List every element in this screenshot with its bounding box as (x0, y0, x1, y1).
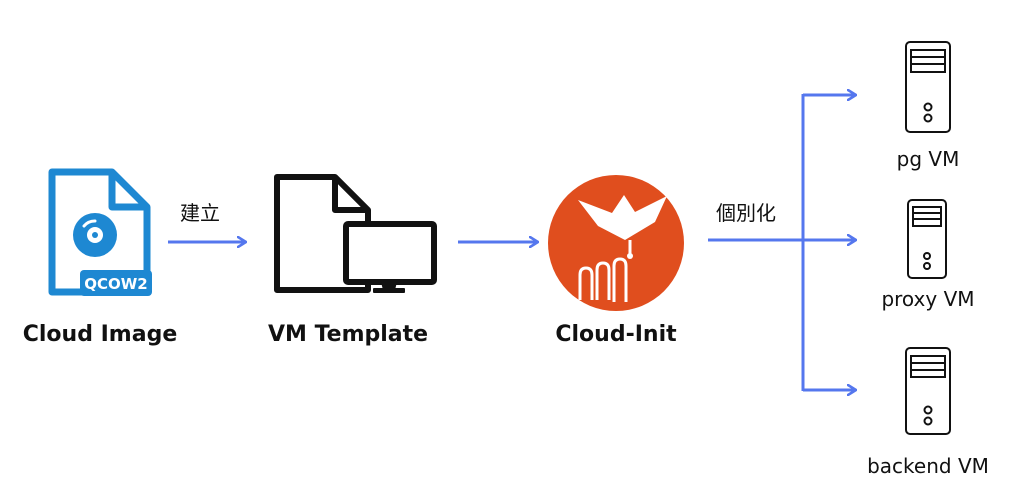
node-label-cloud-image: Cloud Image (22, 322, 178, 347)
disk-file-icon: QCOW2 (48, 168, 152, 296)
server-icon (907, 199, 947, 279)
qcow2-badge-text: QCOW2 (84, 275, 148, 293)
branch-arrows (708, 94, 855, 391)
server-icon (905, 41, 951, 133)
server-icon (905, 347, 951, 435)
node-label-cloud-init: Cloud-Init (555, 322, 677, 347)
edge-label-create: 建立 (180, 201, 220, 225)
file-monitor-icon (274, 174, 437, 293)
cloud-init-logo (548, 175, 684, 311)
node-label-vm-template: VM Template (268, 322, 429, 347)
server-label-pg: pg VM (896, 147, 960, 171)
server-label-proxy: proxy VM (881, 287, 975, 311)
server-label-backend: backend VM (867, 454, 989, 478)
qcow2-badge (80, 270, 152, 296)
edge-label-personalize: 個別化 (716, 201, 776, 225)
